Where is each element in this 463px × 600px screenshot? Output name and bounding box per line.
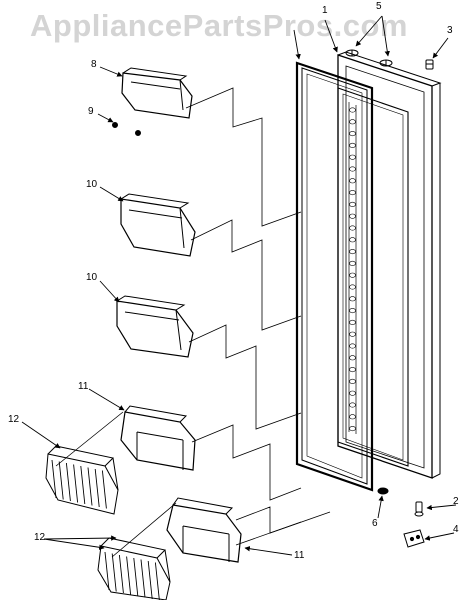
door-liner xyxy=(337,87,409,467)
bottom-hinge-bracket xyxy=(403,529,425,548)
callout-1: 1 xyxy=(322,5,328,16)
liner-rib xyxy=(349,142,356,148)
liner-rib xyxy=(349,319,356,325)
callout-6: 6 xyxy=(372,518,378,529)
basket-wires xyxy=(51,459,160,600)
door-shelf-11-lower xyxy=(166,497,242,563)
basket-wire xyxy=(80,465,86,505)
basket-wire xyxy=(94,468,100,508)
door-outer-panel xyxy=(337,51,442,479)
hinge-cover-screws xyxy=(345,49,393,67)
liner-rib xyxy=(349,166,356,172)
liner-rib xyxy=(349,237,356,243)
door-bin-10-upper xyxy=(120,193,196,257)
callout-4: 4 xyxy=(453,524,459,535)
liner-rib xyxy=(349,249,356,255)
liner-rib xyxy=(349,414,356,420)
liner-rib xyxy=(349,213,356,219)
basket-wire xyxy=(147,560,153,600)
callout-5: 5 xyxy=(376,1,382,12)
liner-rib xyxy=(349,390,356,396)
liner-rib xyxy=(349,284,356,290)
basket-wire xyxy=(87,467,93,506)
wire-basket-12-upper xyxy=(45,445,119,515)
liner-rib xyxy=(349,119,356,125)
liner-rib xyxy=(349,355,356,361)
callout-10-upper: 10 xyxy=(86,179,98,190)
liner-rib xyxy=(349,331,356,337)
callout-11-upper: 11 xyxy=(78,381,89,392)
liner-rib xyxy=(349,225,356,231)
basket-wire xyxy=(111,553,117,592)
wire-basket-12-lower xyxy=(97,537,171,600)
liner-rib xyxy=(349,190,356,196)
callout-10-lower: 10 xyxy=(86,272,98,283)
basket-wire xyxy=(65,462,71,502)
basket-wire xyxy=(51,459,57,499)
liner-rib xyxy=(349,154,356,160)
basket-wire xyxy=(58,461,64,500)
callout-12-upper: 12 xyxy=(8,414,20,425)
callout-12-lower: 12 xyxy=(34,532,46,543)
liner-rib xyxy=(349,367,356,373)
bin-screws-9 xyxy=(112,122,141,136)
basket-wire xyxy=(133,557,139,597)
liner-rib xyxy=(349,296,356,302)
watermark: AppliancePartsPros.com xyxy=(30,8,408,43)
basket-wire xyxy=(101,470,107,509)
mounting-guide-lines xyxy=(55,87,331,558)
basket-wire xyxy=(104,551,110,591)
basket-wire xyxy=(126,556,132,595)
liner-rib xyxy=(349,308,356,314)
basket-wire xyxy=(118,554,124,594)
door-liner-ribs xyxy=(349,107,356,432)
callout-9: 9 xyxy=(88,106,94,117)
liner-rib xyxy=(349,201,356,207)
liner-rib xyxy=(349,131,356,137)
basket-wire xyxy=(73,464,79,503)
top-hinge-pin xyxy=(425,59,434,70)
bottom-bushing xyxy=(377,487,389,495)
door-bin-8 xyxy=(121,67,193,119)
door-shelf-11-upper xyxy=(120,405,196,471)
door-bin-10-lower xyxy=(116,295,194,358)
liner-rib xyxy=(349,107,356,113)
door-gasket xyxy=(295,61,374,492)
liner-rib xyxy=(349,178,356,184)
basket-wire xyxy=(154,562,160,600)
liner-rib xyxy=(349,402,356,408)
basket-wire xyxy=(140,559,146,598)
callout-2: 2 xyxy=(453,496,459,507)
liner-rib xyxy=(349,426,356,432)
liner-rib xyxy=(349,272,356,278)
liner-rib xyxy=(349,378,356,384)
leader-lines xyxy=(21,15,457,556)
liner-rib xyxy=(349,343,356,349)
liner-rib xyxy=(349,260,356,266)
callout-3: 3 xyxy=(447,25,453,36)
bottom-hinge-pin xyxy=(414,501,424,517)
callout-11-lower: 11 xyxy=(294,550,305,561)
callout-8: 8 xyxy=(91,59,97,70)
